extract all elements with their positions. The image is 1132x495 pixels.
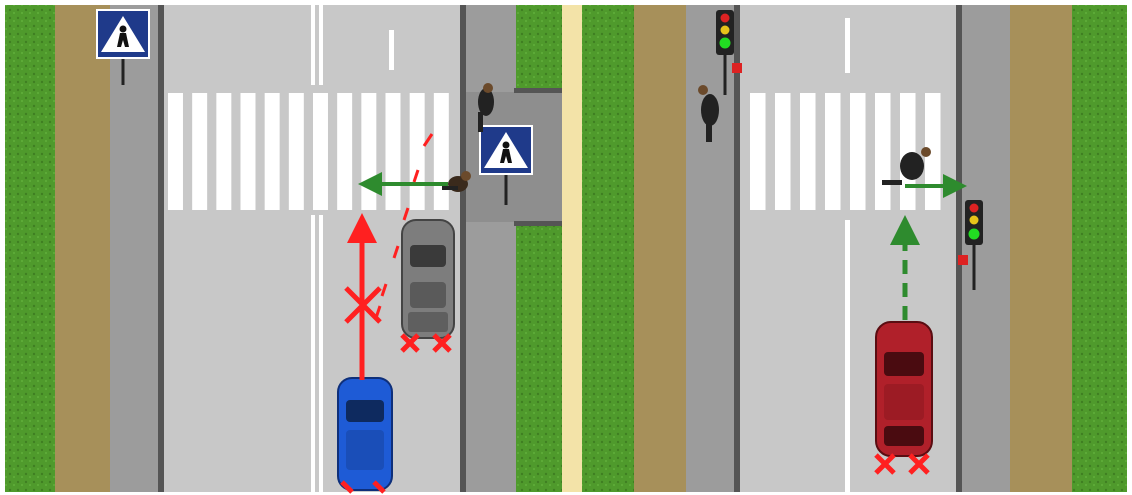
center-line-b	[319, 5, 323, 85]
crosswalk-stripe	[434, 93, 449, 210]
side-road-curb-bottom	[514, 221, 562, 226]
crosswalk-stripe	[337, 93, 352, 210]
center-line-d	[319, 215, 323, 492]
crosswalk-stripe	[750, 93, 766, 210]
crosswalk-stripe	[875, 93, 891, 210]
crosswalk-stripe	[168, 93, 183, 210]
right-grass-right	[1072, 5, 1127, 492]
blue-car	[338, 378, 392, 490]
panel-divider	[562, 5, 582, 492]
right-curb-left	[734, 5, 740, 492]
crosswalk-stripe	[192, 93, 207, 210]
side-road-curb-top	[514, 88, 562, 93]
center-line-a	[311, 5, 315, 85]
left-curb-right	[460, 5, 466, 492]
left-panel	[5, 5, 562, 492]
grass-right-top	[516, 5, 562, 92]
left-dirt-strip	[55, 5, 110, 492]
right-panel	[582, 5, 1127, 492]
crosswalk-stripe	[386, 93, 401, 210]
crosswalk-stripe	[775, 93, 791, 210]
crosswalk-stripe	[265, 93, 280, 210]
lane-dash-top	[389, 30, 394, 70]
right-dirt-left	[634, 5, 686, 492]
crosswalk-stripe	[825, 93, 841, 210]
right-curb-right	[956, 5, 962, 492]
left-sidewalk	[110, 5, 160, 492]
gray-car	[402, 220, 454, 338]
right-sidewalk-right	[962, 5, 1010, 492]
crosswalk-stripe	[216, 93, 231, 210]
right-sidewalk-left	[686, 5, 736, 492]
crosswalk-stripe	[289, 93, 304, 210]
crosswalk-stripe	[850, 93, 866, 210]
left-grass	[5, 5, 55, 492]
right-center-dash-top	[845, 18, 850, 73]
red-car	[876, 322, 932, 456]
crosswalk-stripe	[800, 93, 816, 210]
right-dirt-right	[1010, 5, 1072, 492]
center-line-c	[311, 215, 315, 492]
right-center-line	[845, 220, 850, 492]
crosswalk-stripe	[241, 93, 256, 210]
crosswalk-stripe	[313, 93, 328, 210]
left-curb	[158, 5, 164, 492]
grass-right-bottom	[516, 222, 562, 492]
crosswalk-stripe	[410, 93, 425, 210]
crosswalk-stripe	[361, 93, 376, 210]
crosswalk-stripe	[900, 93, 916, 210]
right-grass-left	[582, 5, 634, 492]
right-sidewalk-left	[466, 5, 516, 492]
